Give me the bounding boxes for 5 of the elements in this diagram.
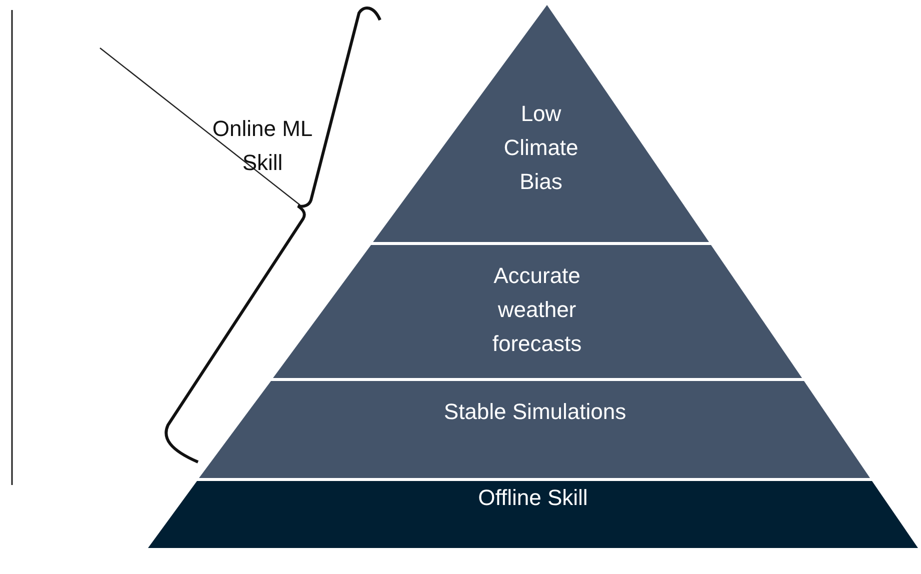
tier-label: Offline Skill xyxy=(477,484,589,512)
tier-label: Accurate weather forecasts xyxy=(491,262,583,358)
tier-label: Stable Simulations xyxy=(442,398,628,426)
bracket-label: Online ML Skill xyxy=(211,115,314,177)
tier-label: Low Climate Bias xyxy=(502,100,580,196)
